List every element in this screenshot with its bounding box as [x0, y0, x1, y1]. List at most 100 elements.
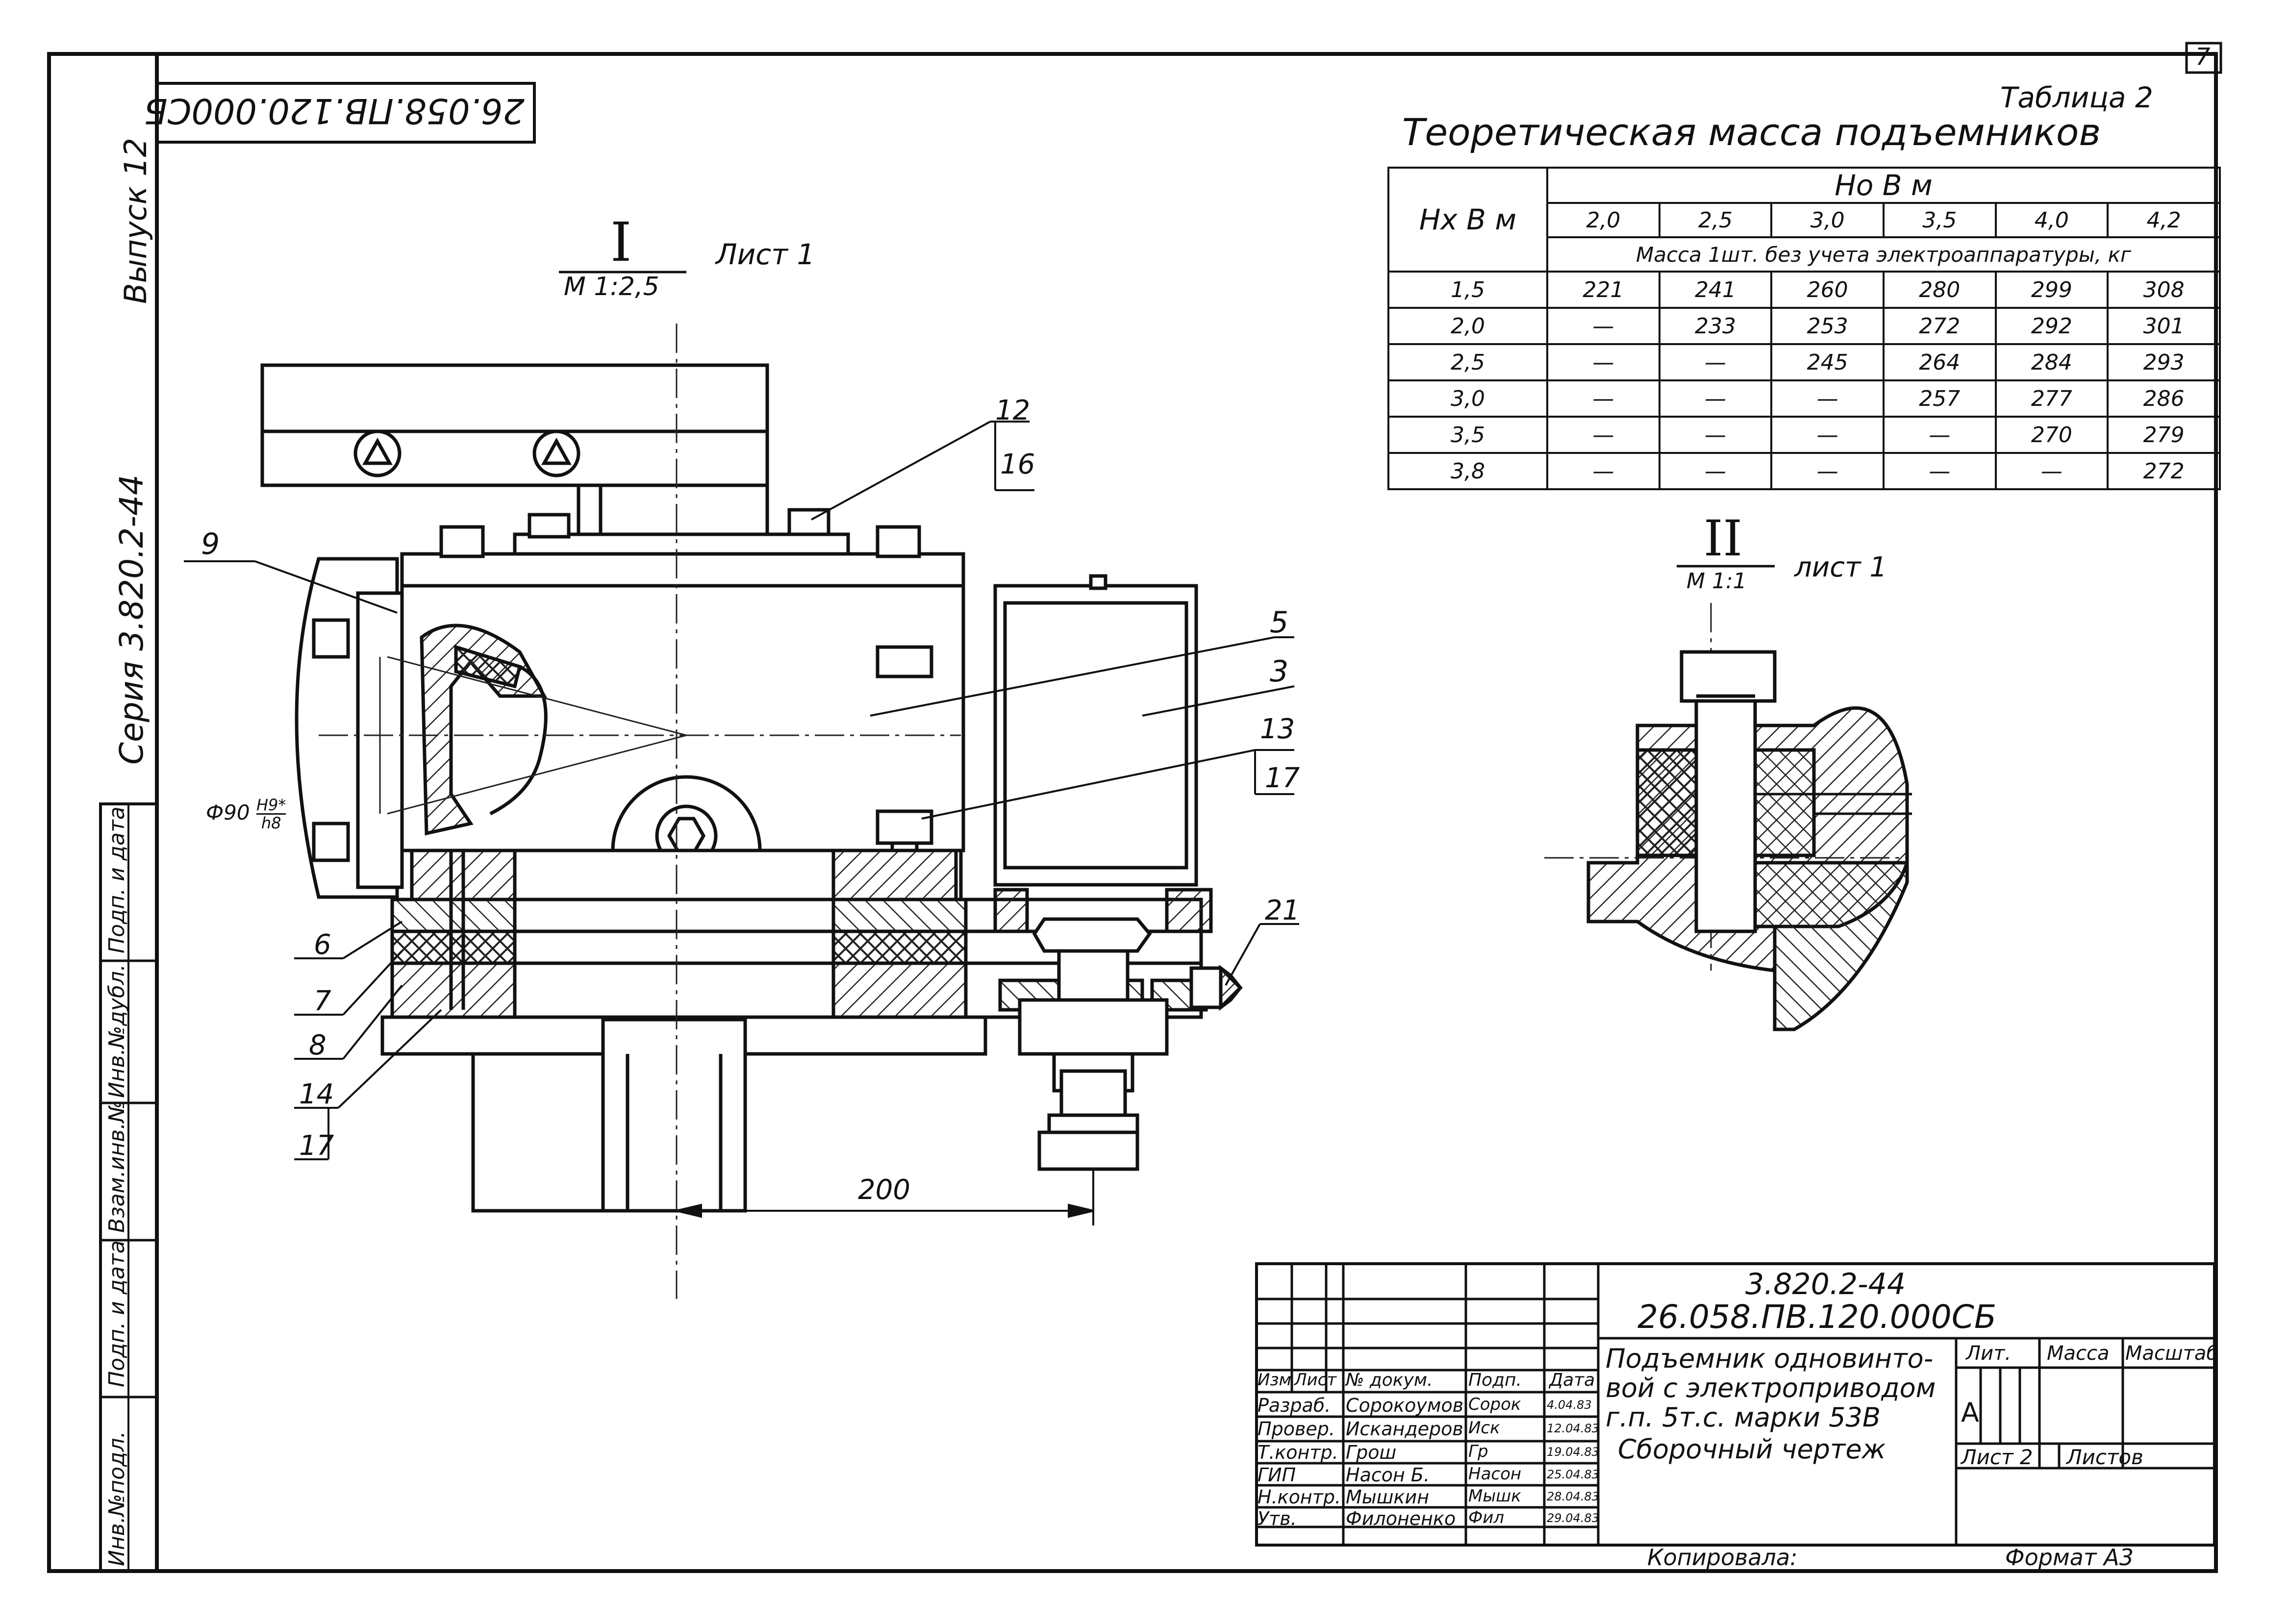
- date: 4.04.83: [1547, 1398, 1592, 1412]
- cell: 253: [1770, 307, 1885, 345]
- table-row: 1,5 221 241 260 280 299 308: [1387, 271, 2221, 309]
- head-list: Лист: [1294, 1370, 1337, 1390]
- title-name-3: г.п. 5т.с. марки 53В: [1606, 1402, 1881, 1433]
- mass-label: Масса: [2047, 1342, 2110, 1365]
- signature: Иск: [1468, 1418, 1500, 1438]
- callout-17-right: 17: [1265, 762, 1300, 794]
- head-date: Дата: [1549, 1370, 1595, 1390]
- cell: 272: [2107, 452, 2221, 490]
- scale-label: Масштаб: [2125, 1342, 2219, 1365]
- date: 12.04.83: [1547, 1422, 1599, 1435]
- title-block: [1255, 1262, 2216, 1547]
- copied-by: Копировала:: [1647, 1544, 1798, 1571]
- cell: 257: [1882, 379, 1997, 418]
- person: Грош: [1346, 1442, 1397, 1463]
- col-header: 3,5: [1882, 202, 1997, 238]
- col-group-header: Но В м: [1546, 167, 2221, 204]
- role: Утв.: [1258, 1508, 1297, 1529]
- lit-value: А: [1961, 1397, 1979, 1428]
- cell: —: [1546, 416, 1660, 454]
- signature: Сорок: [1468, 1395, 1521, 1414]
- inv-podl-label: Инв.№подл.: [104, 1431, 129, 1566]
- sheet-label: Лист 2: [1961, 1445, 2033, 1469]
- callout-14: 14: [299, 1078, 334, 1110]
- view-II-detail: [1586, 650, 1912, 1031]
- podp-data-label-2: Подп. и дата: [104, 806, 129, 953]
- cell: 264: [1882, 343, 1997, 381]
- table-row: 3,5 — — — — 270 279: [1387, 416, 2221, 454]
- series-label: Серия 3.820.2-44: [113, 475, 151, 765]
- dimension-200: [676, 1169, 1094, 1225]
- row-label: 2,5: [1387, 343, 1548, 381]
- row-label: 1,5: [1387, 271, 1548, 309]
- title-name-4: Сборочный чертеж: [1618, 1434, 1886, 1465]
- fit-label-den: h8: [261, 814, 281, 832]
- cell: —: [1882, 452, 1997, 490]
- dimension-200-label: 200: [858, 1174, 910, 1206]
- col-header: 4,0: [1994, 202, 2109, 238]
- cell: —: [1770, 452, 1885, 490]
- table-row: 3,0 — — — 257 277 286: [1387, 379, 2221, 418]
- table-row: 3,8 — — — — — 272: [1387, 452, 2221, 490]
- title-block-lines: [1255, 1262, 2216, 1547]
- cell: —: [1658, 416, 1773, 454]
- signature: Гр: [1468, 1442, 1488, 1461]
- cell: 270: [1994, 416, 2109, 454]
- cell: —: [1658, 452, 1773, 490]
- callout-3: 3: [1270, 654, 1289, 689]
- callout-17-left: 17: [299, 1130, 334, 1162]
- row-label: 3,8: [1387, 452, 1548, 490]
- cell: 301: [2107, 307, 2221, 345]
- person: Искандеров: [1346, 1418, 1463, 1440]
- person: Мышкин: [1346, 1486, 1430, 1508]
- callout-21: 21: [1265, 895, 1300, 926]
- role: ГИП: [1258, 1464, 1296, 1486]
- callout-6: 6: [314, 929, 331, 961]
- view-I-mark: I: [610, 211, 632, 274]
- cell: 260: [1770, 271, 1885, 309]
- mass-table: Нх В м Но В м 2,0 2,5 3,0 3,5 4,0 4,2 Ма…: [1387, 167, 2221, 490]
- role: Н.контр.: [1258, 1486, 1341, 1508]
- date: 25.04.83: [1547, 1468, 1599, 1481]
- table-label: Таблица 2: [2000, 81, 2153, 114]
- cell: —: [1546, 452, 1660, 490]
- cell: —: [1658, 379, 1773, 418]
- head-doc: № докум.: [1346, 1370, 1433, 1390]
- sheet-number: 7: [2195, 43, 2211, 71]
- cell: —: [1770, 379, 1885, 418]
- callout-12: 12: [995, 395, 1031, 426]
- role: Т.контр.: [1258, 1442, 1338, 1463]
- cell: 286: [2107, 379, 2221, 418]
- table-row: 2,0 — 233 253 272 292 301: [1387, 307, 2221, 345]
- view-I-sheet-ref: Лист 1: [716, 238, 815, 271]
- view-II-sheet-ref: лист 1: [1794, 551, 1887, 583]
- cell: 280: [1882, 271, 1997, 309]
- cell: 292: [1994, 307, 2109, 345]
- cell: —: [1994, 452, 2109, 490]
- col-header: 2,5: [1658, 202, 1773, 238]
- row-label: 3,0: [1387, 379, 1548, 418]
- cell: 293: [2107, 343, 2221, 381]
- cell: —: [1658, 343, 1773, 381]
- view-II-mark: II: [1704, 510, 1743, 567]
- col-header: 4,2: [2107, 202, 2221, 238]
- cell: —: [1546, 379, 1660, 418]
- date: 29.04.83: [1547, 1511, 1599, 1525]
- fit-label-main: Ф90: [206, 800, 250, 824]
- top-stamp-code: 26.058.ПВ.120.000СБ: [144, 91, 525, 131]
- table-title: Теоретическая масса подъемников: [1402, 110, 2101, 154]
- person: Насон Б.: [1346, 1464, 1430, 1486]
- cell: 279: [2107, 416, 2221, 454]
- callout-16: 16: [1000, 449, 1035, 480]
- callout-5: 5: [1270, 605, 1289, 640]
- cell: —: [1882, 416, 1997, 454]
- date: 28.04.83: [1547, 1490, 1599, 1503]
- table-row: 2,5 — — 245 264 284 293: [1387, 343, 2221, 381]
- cell: —: [1546, 343, 1660, 381]
- role: Провер.: [1258, 1418, 1335, 1440]
- person: Филоненко: [1346, 1508, 1456, 1529]
- cell: 272: [1882, 307, 1997, 345]
- top-stamp-box: [155, 82, 536, 144]
- view-II-scale: М 1:1: [1686, 569, 1747, 594]
